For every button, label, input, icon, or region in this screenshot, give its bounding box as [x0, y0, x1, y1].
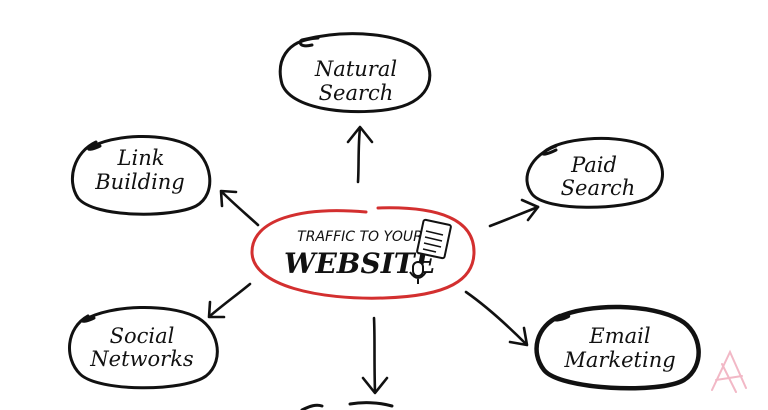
partial-node-bottom [300, 401, 394, 410]
node-email-marketing-outline [534, 304, 701, 391]
node-link-building-line2: Building [94, 170, 185, 194]
node-email-marketing-line2: Marketing [563, 348, 675, 372]
node-link-building-line1: Link [117, 146, 165, 170]
node-paid-search-line2: Search [561, 176, 636, 200]
node-natural-search: Natural Search [278, 32, 432, 114]
node-link-building: Link Building [70, 134, 212, 216]
document-icon [416, 218, 452, 260]
node-natural-search-outline [278, 32, 432, 114]
node-paid-search-line1: Paid [570, 153, 617, 177]
arrow-down [361, 316, 389, 395]
node-link-building-outline [70, 134, 212, 216]
arrows [207, 125, 540, 395]
node-social-networks-outline [68, 305, 219, 390]
node-email-marketing: Email Marketing [534, 304, 701, 391]
arrow-to-natural-search [346, 125, 374, 184]
center-ellipse [250, 206, 476, 300]
node-social-networks: Social Networks [68, 305, 219, 390]
center-title-small: TRAFFIC TO YOUR [297, 229, 423, 245]
arrow-to-social-networks [207, 282, 252, 319]
node-paid-search-outline [525, 136, 664, 209]
watermark-logo [711, 349, 747, 393]
node-natural-search-line2: Search [319, 81, 394, 105]
node-social-networks-line2: Networks [89, 347, 194, 371]
node-social-networks-line1: Social [110, 324, 175, 348]
arrow-to-email-marketing [464, 290, 529, 347]
arrow-to-link-building [219, 189, 260, 227]
node-natural-search-line1: Natural [314, 57, 397, 81]
arrow-to-paid-search [488, 198, 540, 228]
microphone-icon [409, 261, 427, 284]
node-paid-search: Paid Search [525, 136, 664, 209]
center-node: TRAFFIC TO YOUR WEBSITE [250, 206, 476, 300]
node-email-marketing-line1: Email [588, 324, 650, 348]
